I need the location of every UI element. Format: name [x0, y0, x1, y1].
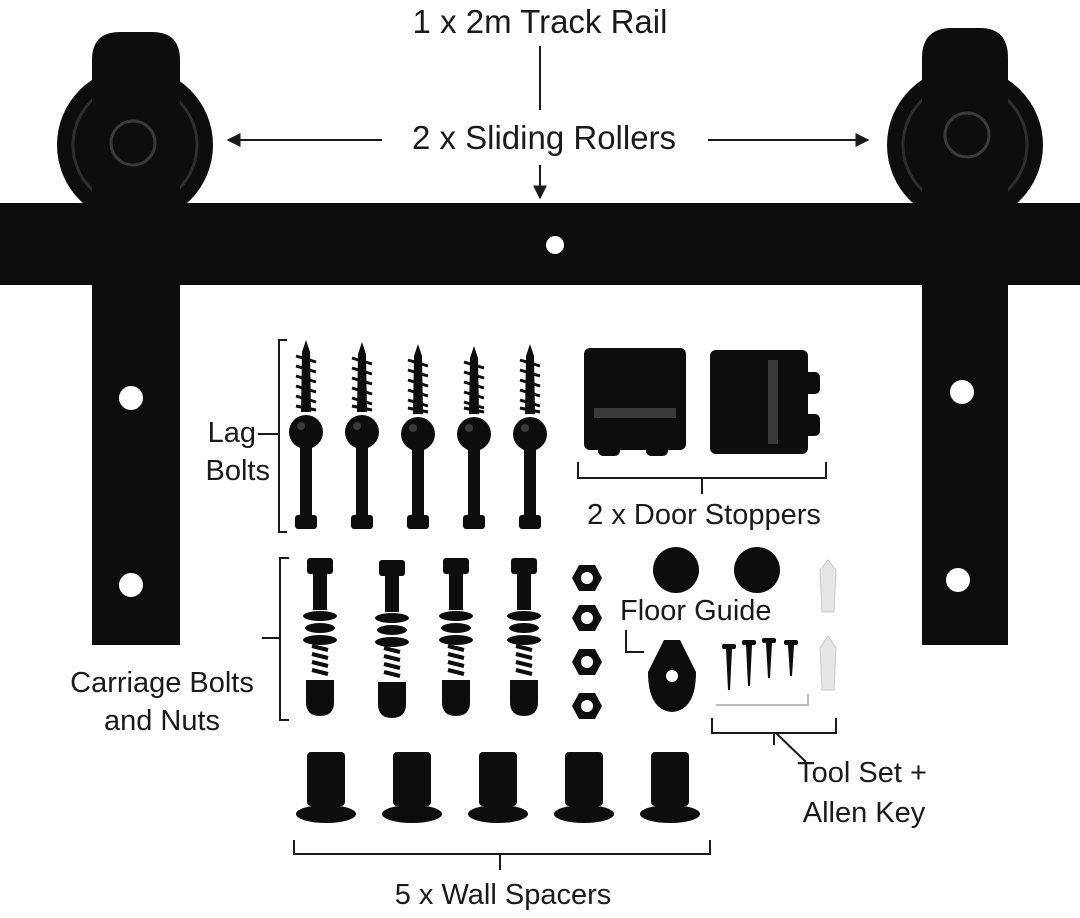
carriage-bolt: [375, 560, 409, 718]
door-stoppers-label: 2 x Door Stoppers: [587, 499, 821, 531]
left-roller-hanger: [57, 32, 213, 645]
track-rail-label: 1 x 2m Track Rail: [412, 3, 668, 40]
carriage-bolts-label-line2: and Nuts: [103, 705, 221, 737]
wall-spacers-label: 5 x Wall Spacers: [394, 879, 612, 911]
wood-screw: [784, 640, 798, 676]
hex-nut-icon: [572, 693, 602, 719]
sliding-rollers-label: 2 x Sliding Rollers: [411, 119, 677, 156]
carriage-bolt: [507, 558, 541, 716]
allen-key: [716, 694, 809, 706]
annotation-lines: [226, 46, 870, 870]
hex-nut-icon: [572, 649, 602, 675]
carriage-bolts: [303, 558, 541, 718]
lag-bolt: [457, 346, 491, 529]
carriage-bolts-label-line1: Carriage Bolts: [70, 667, 254, 699]
carriage-bolt: [303, 558, 337, 716]
right-roller-hanger: [887, 28, 1043, 645]
floor-guide: [648, 547, 780, 712]
lag-bolt: [401, 344, 435, 529]
wood-screw: [722, 644, 736, 690]
tool-set: [716, 559, 837, 706]
tool-set-label-line1: Tool Set +: [797, 757, 927, 789]
wall-anchor: [819, 559, 837, 691]
wall-spacers: [296, 752, 700, 823]
carriage-bolt: [439, 558, 473, 716]
tool-set-label-line2: Allen Key: [802, 797, 926, 829]
wood-screw: [742, 640, 756, 686]
lag-bolt: [513, 344, 547, 529]
lag-bolts-label-line1: Lag: [207, 417, 256, 449]
hex-nut-icon: [572, 605, 602, 631]
wood-screw: [762, 638, 776, 678]
wall-spacer: [296, 752, 356, 823]
lag-bolt: [289, 340, 323, 529]
rail-hole-icon: [546, 236, 564, 254]
door-stopper-right: [710, 350, 820, 454]
lag-bolts-label-line2: Bolts: [205, 455, 270, 487]
hex-nuts: [572, 565, 602, 719]
lag-bolt: [345, 342, 379, 529]
door-stopper-left: [584, 348, 686, 456]
floor-guide-label: Floor Guide: [620, 595, 772, 627]
door-stoppers: [584, 348, 820, 456]
hex-nut-icon: [572, 565, 602, 591]
wall-spacer: [382, 752, 442, 823]
wall-spacer: [468, 752, 528, 823]
lag-bolts: [289, 340, 547, 529]
wall-spacer: [640, 752, 700, 823]
wall-spacer: [554, 752, 614, 823]
